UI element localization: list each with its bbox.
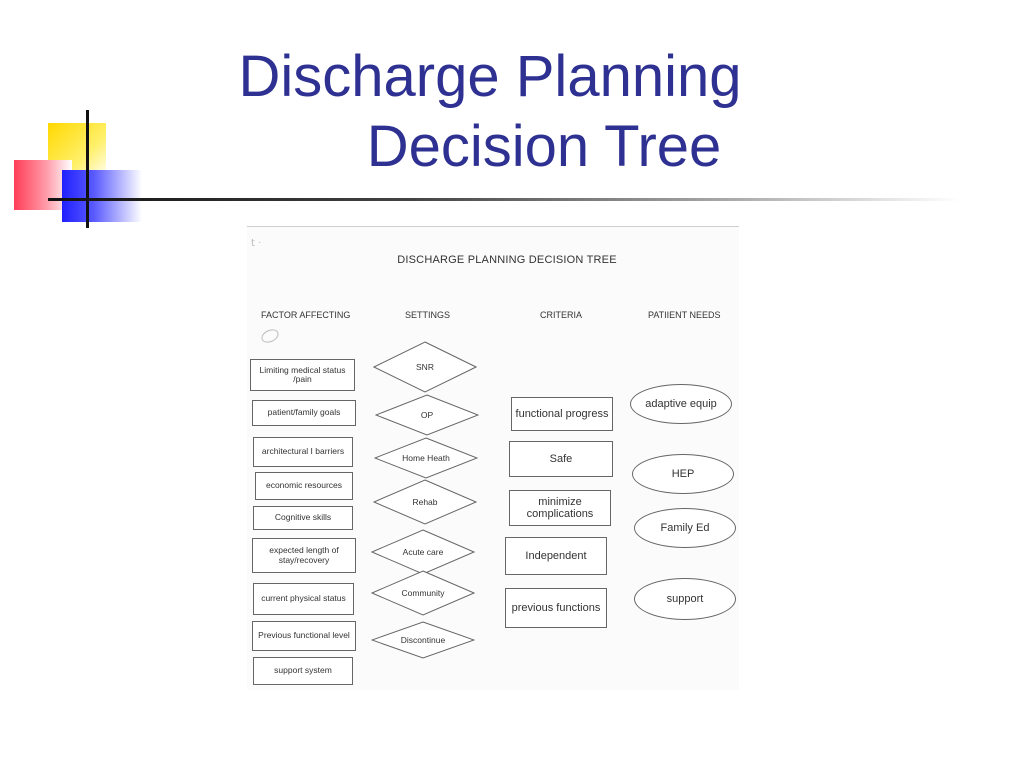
criteria-box: Safe	[509, 441, 613, 477]
criteria-box: previous functions	[505, 588, 607, 628]
setting-label: Rehab	[412, 497, 438, 507]
need-oval: Family Ed	[634, 508, 736, 548]
factor-box: Previous functional level	[252, 621, 356, 651]
column-header-settings: SETTINGS	[405, 310, 451, 320]
diamond-shape	[371, 570, 475, 616]
diamond-shape	[371, 621, 475, 659]
setting-diamond: Discontinue	[371, 614, 475, 666]
scan-border	[247, 226, 739, 227]
setting-diamond: SNR	[373, 341, 477, 393]
setting-diamond: Home Heath	[374, 432, 478, 484]
setting-label: OP	[420, 410, 434, 420]
decor-vertical-line	[86, 110, 89, 228]
scan-mark: t ·	[251, 238, 262, 249]
diamond-shape	[373, 341, 477, 393]
column-header-criteria: CRITERIA	[540, 310, 583, 320]
setting-label: Discontinue	[400, 635, 446, 645]
factor-box: economic resources	[255, 472, 353, 500]
setting-label: Acute care	[402, 547, 444, 557]
setting-diamond: Community	[371, 567, 475, 619]
diamond-shape	[373, 479, 477, 525]
criteria-box: minimize complications	[509, 490, 611, 526]
diamond-shape	[374, 437, 478, 479]
diamond-shape	[375, 394, 479, 436]
setting-label: Community	[401, 588, 445, 598]
decision-tree-diagram: t · DISCHARGE PLANNING DECISION TREE FAC…	[247, 226, 739, 690]
factor-box: support system	[253, 657, 353, 685]
need-oval: HEP	[632, 454, 734, 494]
criteria-box: Independent	[505, 537, 607, 575]
slide-title: Discharge Planning Decision Tree	[230, 42, 830, 182]
slide-title-line2: Decision Tree	[366, 114, 722, 179]
factor-box: expected length of stay/recovery	[252, 538, 356, 573]
setting-label: SNR	[416, 362, 434, 372]
factor-box: architectural I barriers	[253, 437, 353, 467]
setting-diamond: Rehab	[373, 476, 477, 528]
setting-label: Home Heath	[402, 453, 450, 463]
need-oval: adaptive equip	[630, 384, 732, 424]
setting-diamond: OP	[375, 389, 479, 441]
factor-box: patient/family goals	[252, 400, 356, 426]
factor-box: Limiting medical status /pain	[250, 359, 355, 391]
slide-title-line1: Discharge Planning	[238, 44, 742, 109]
pencil-mark	[259, 326, 281, 346]
factor-box: current physical status	[253, 583, 354, 615]
column-header-needs: PATIIENT NEEDS	[648, 310, 721, 320]
diagram-title: DISCHARGE PLANNING DECISION TREE	[397, 254, 617, 266]
criteria-box: functional progress	[511, 397, 613, 431]
factor-box: Cognitive skills	[253, 506, 353, 530]
decor-blue-square	[62, 170, 142, 222]
need-oval: support	[634, 578, 736, 620]
column-header-factor: FACTOR AFFECTING	[261, 310, 351, 320]
title-underline	[48, 198, 960, 201]
